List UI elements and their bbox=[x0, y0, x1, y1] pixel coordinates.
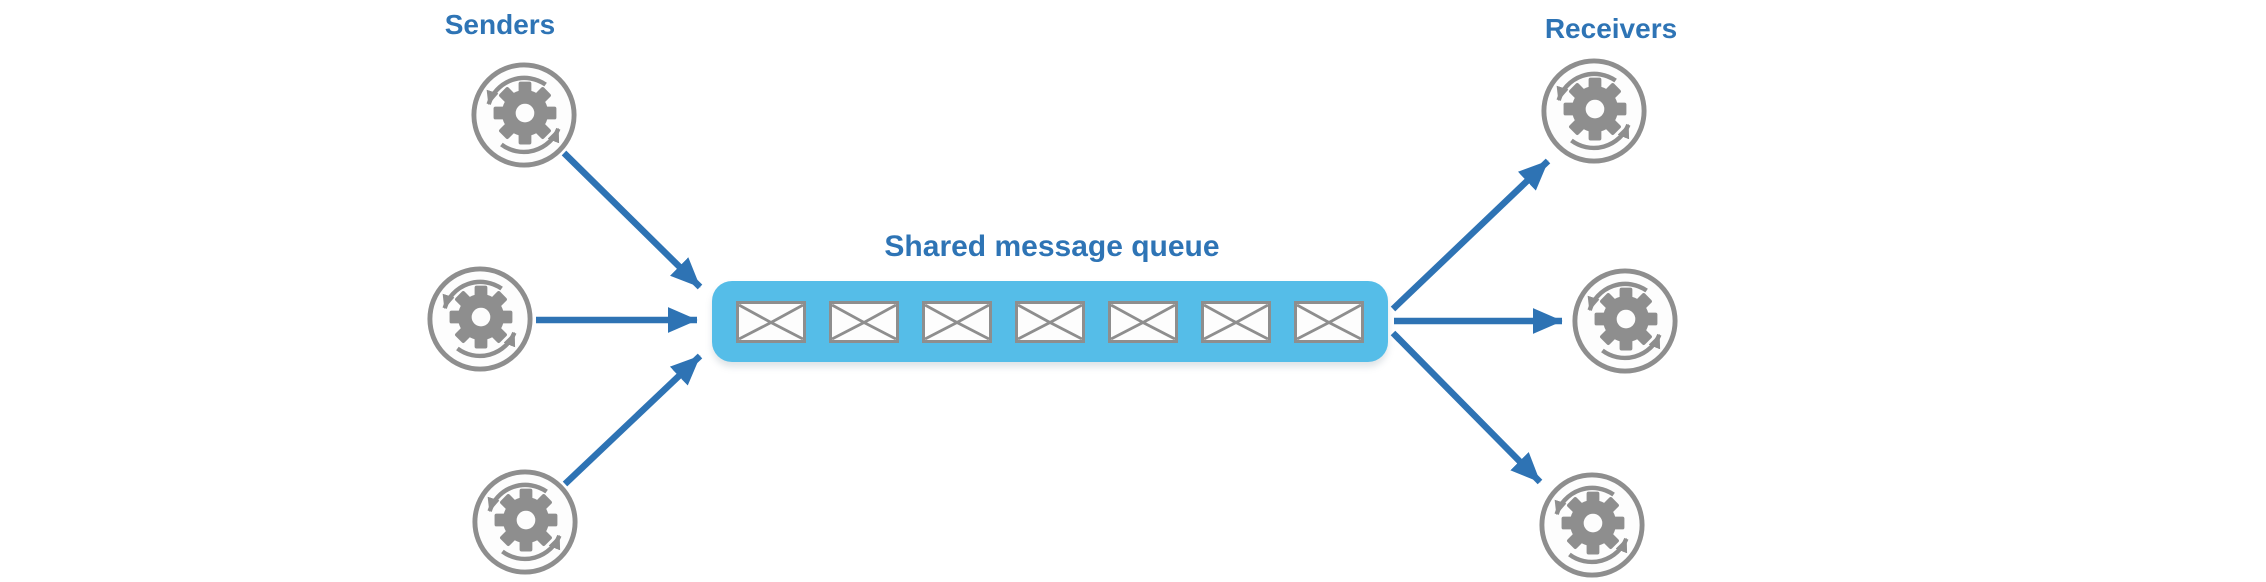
sender-node-2 bbox=[425, 264, 535, 374]
shared-message-queue bbox=[712, 281, 1388, 362]
arrow-sender-3-to-queue bbox=[562, 353, 703, 487]
receiver-node-3 bbox=[1537, 470, 1647, 580]
sender-node-3 bbox=[470, 467, 580, 577]
senders-label: Senders bbox=[444, 9, 556, 40]
queue-title: Shared message queue bbox=[884, 230, 1220, 263]
envelope-icon bbox=[922, 300, 992, 343]
gear-process-icon bbox=[427, 266, 533, 372]
envelope-icon bbox=[736, 300, 806, 343]
gear-process-icon bbox=[472, 469, 578, 575]
gear-process-icon bbox=[1572, 268, 1678, 374]
gear-process-icon bbox=[1539, 472, 1645, 578]
envelope-icon bbox=[1294, 300, 1364, 343]
envelope-icon bbox=[1108, 300, 1178, 343]
envelope-icon bbox=[1201, 300, 1271, 343]
receiver-node-2 bbox=[1570, 266, 1680, 376]
arrow-queue-to-receiver-3 bbox=[1390, 330, 1543, 485]
arrow-queue-to-receiver-1 bbox=[1390, 158, 1551, 312]
envelope-icon bbox=[1015, 300, 1085, 343]
sender-node-1 bbox=[469, 60, 579, 170]
arrow-sender-1-to-queue bbox=[561, 150, 703, 290]
receiver-node-1 bbox=[1539, 56, 1649, 166]
envelope-icon bbox=[829, 300, 899, 343]
gear-process-icon bbox=[471, 62, 577, 168]
receivers-label: Receivers bbox=[1544, 13, 1678, 44]
gear-process-icon bbox=[1541, 58, 1647, 164]
